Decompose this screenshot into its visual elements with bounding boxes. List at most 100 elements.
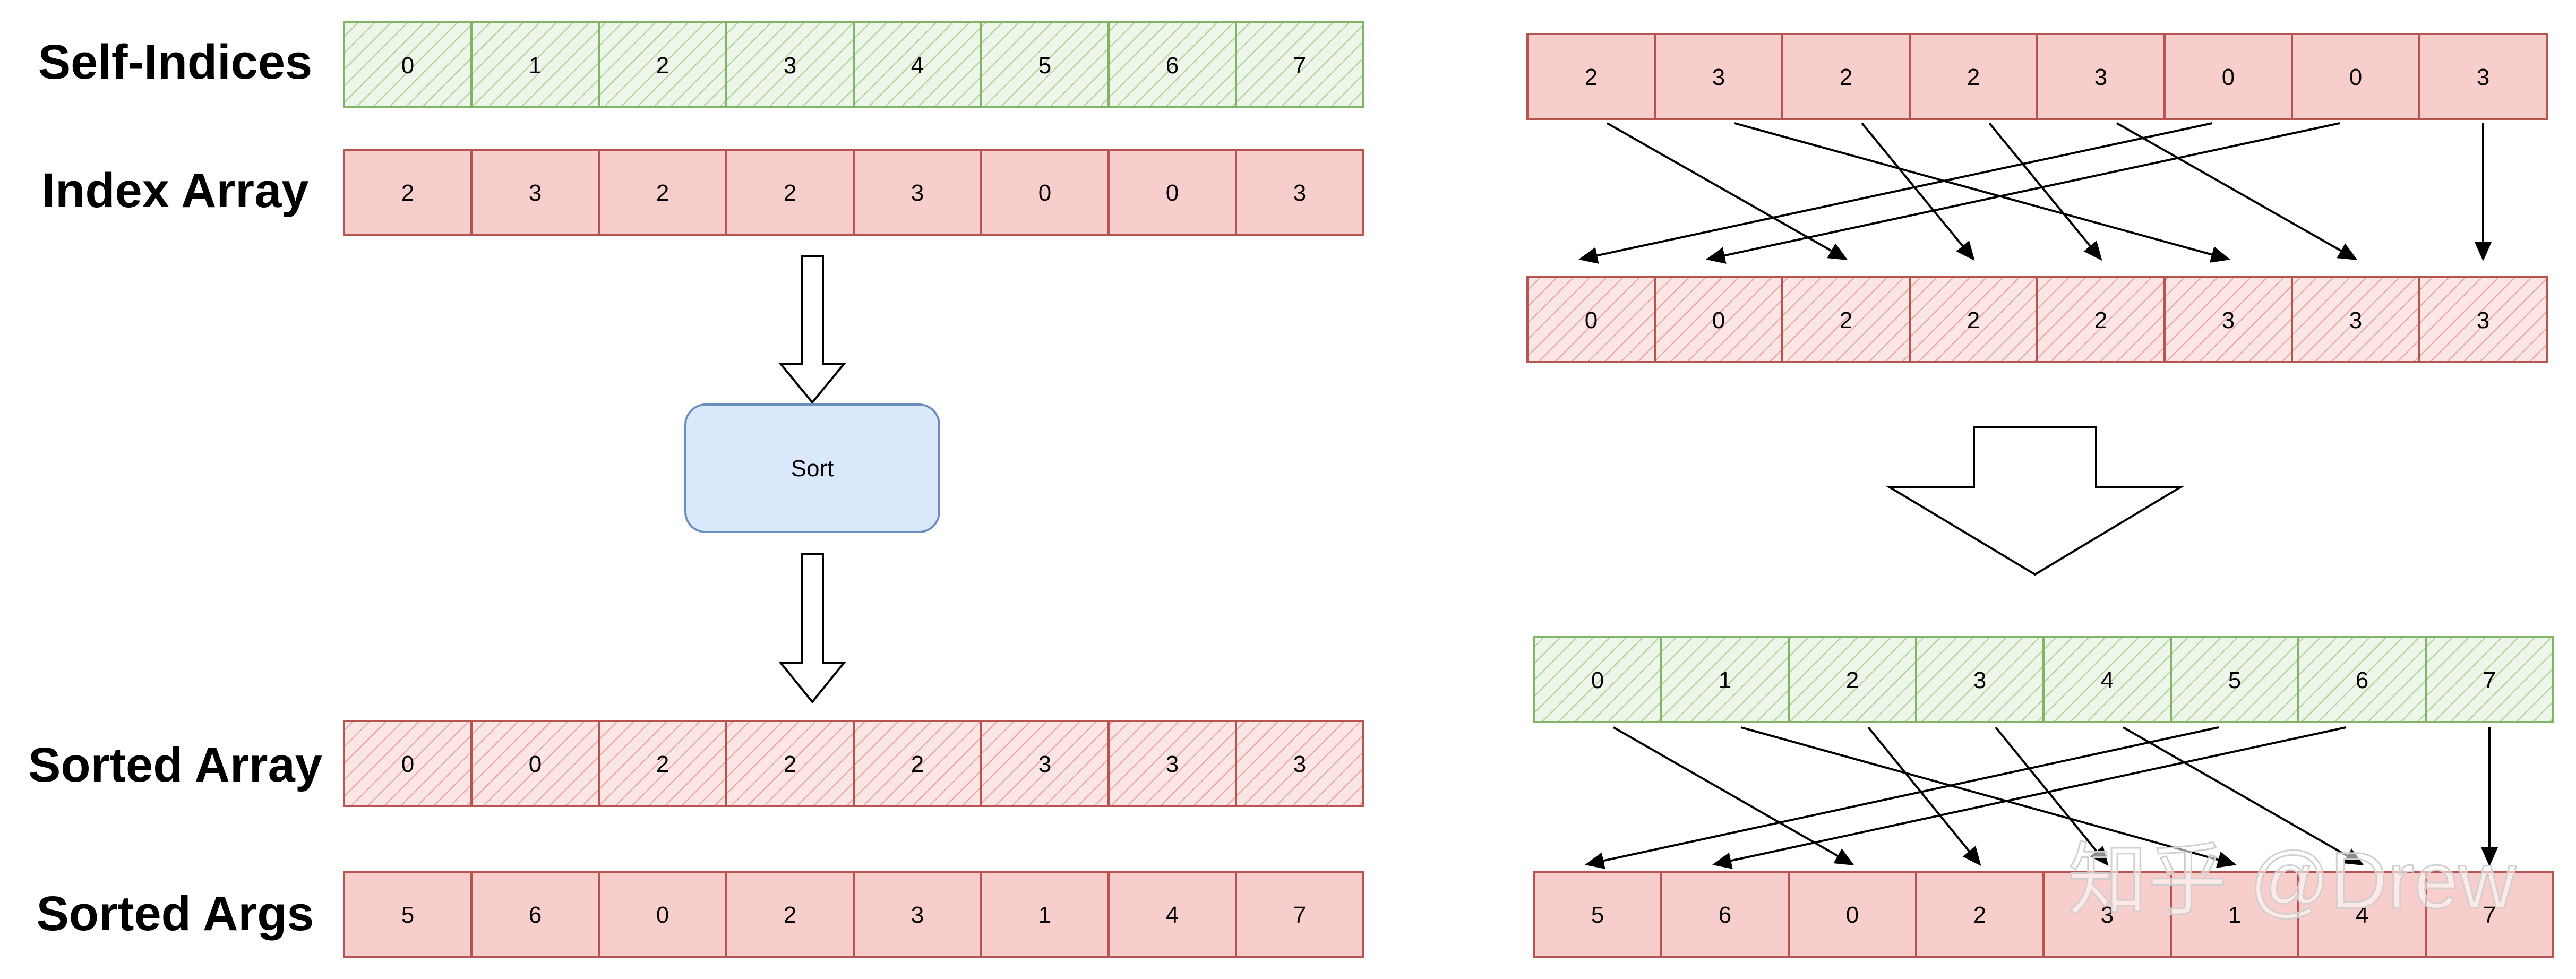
sorted-array-cell [470,720,600,807]
right-result-cell-value: 1 [2228,902,2241,928]
sorted-array-cell-value: 3 [1166,751,1179,777]
right-result-cell [2425,871,2554,958]
right-index-cell-value: 2 [1585,64,1598,90]
right-self-indices-cell [2170,636,2299,723]
right-index-cell-value: 0 [2222,64,2235,90]
right-result-cell [2297,871,2427,958]
right-index-cell-value: 2 [1967,64,1980,90]
right-result-cell [2170,871,2299,958]
right-result-cell [1660,871,1790,958]
sort-box [684,403,940,533]
self-indices-cell-value: 2 [656,53,669,79]
index-array-cell [980,149,1110,236]
sorted-args-cell-value: 6 [529,902,542,928]
sorted-args-cell [725,871,855,958]
right-sorted-cell-value: 2 [1967,307,1980,333]
label-self-indices: Self-Indices [38,35,312,89]
self-indices-cell [1235,21,1364,108]
sorted-array-cell-value: 2 [656,751,669,777]
sorted-args-cell [1235,871,1364,958]
down-arrow-to-sort [778,255,847,405]
bottom-mapping-arrow [1995,726,2109,866]
right-result-cell [2042,871,2172,958]
self-indices-cell [980,21,1110,108]
self-indices-cell [343,21,473,108]
sorted-array-cell [1107,720,1237,807]
label-index-array: Index Array [42,164,309,218]
right-result-cell [1915,871,2045,958]
top-mapping-arrow [1988,122,2102,261]
right-result-cell-value: 0 [1846,902,1859,928]
right-sorted-cell-value: 3 [2349,307,2362,333]
sorted-array-cell-value: 2 [784,751,796,777]
index-array-cell-value: 3 [529,180,542,206]
right-sorted-cell-value: 0 [1712,307,1725,333]
bottom-mapping-arrow [1712,726,2347,869]
sorted-array-cell [598,720,727,807]
right-result-cell-value: 6 [1719,902,1731,928]
right-index-cell [1909,33,2038,120]
index-array-cell [343,149,473,236]
right-index-cell-value: 3 [2094,64,2107,90]
index-array-cell-value: 2 [784,180,796,206]
right-self-indices-cell [1660,636,1790,723]
right-result-cell-value: 7 [2483,902,2496,928]
right-self-indices-cell-value: 0 [1591,667,1604,693]
right-result-cell-value: 5 [1591,902,1604,928]
right-sorted-cell-value: 2 [1840,307,1852,333]
right-sorted-cell [2036,276,2166,363]
right-index-cell [2291,33,2420,120]
right-sorted-cell-value: 0 [1585,307,1598,333]
top-mapping-arrow [1861,122,1975,261]
down-arrow-from-sort [778,553,847,704]
sorted-args-cell [853,871,982,958]
self-indices-cell-value: 6 [1166,53,1179,79]
mapping-arrows-bottom [1585,726,2498,869]
sorted-args-cell [343,871,473,958]
right-self-indices-cell-value: 4 [2101,667,2114,693]
right-result-cell-value: 3 [2101,902,2114,928]
label-sorted-array: Sorted Array [28,738,322,792]
self-indices-cell-value: 5 [1038,53,1051,79]
self-indices-cell [470,21,600,108]
self-indices-cell-value: 0 [401,53,414,79]
sorted-args-cell-value: 3 [911,902,924,928]
bottom-mapping-arrow [1867,726,1981,866]
sorted-array-cell [853,720,982,807]
right-sorted-cell-value: 2 [2094,307,2107,333]
right-sorted-cell-value: 3 [2222,307,2235,333]
sorted-array-cell-value: 2 [911,751,924,777]
right-sorted-array: 0 0 2 2 2 3 3 3 [1526,276,2548,363]
right-self-indices-cell-value: 3 [1973,667,1986,693]
sorted-args-cell-value: 2 [784,902,796,928]
right-result-cell [1533,871,1662,958]
top-mapping-arrow [1578,122,2213,264]
big-down-arrow [1885,426,2185,576]
index-array-cell-value: 0 [1166,180,1179,206]
right-index-cell-value: 2 [1840,64,1852,90]
sorted-args-cell [1107,871,1237,958]
self-indices-cell-value: 4 [911,53,924,79]
right-index-cell [2036,33,2166,120]
right-index-cell-value: 0 [2349,64,2362,90]
self-indices-cell [598,21,727,108]
right-sorted-cell-value: 3 [2477,307,2489,333]
sorted-array-cell-value: 0 [401,751,414,777]
sorted-args-cell-value: 4 [1166,902,1179,928]
right-index-cell [2163,33,2293,120]
right-self-indices-cell-value: 6 [2356,667,2368,693]
sorted-args-cell-value: 7 [1293,902,1306,928]
right-self-indices-cell [2042,636,2172,723]
index-array-cell-value: 2 [656,180,669,206]
sorted-array-cell-value: 3 [1293,751,1306,777]
self-indices-cell-value: 7 [1293,53,1306,79]
sort-box-label: Sort [791,456,834,482]
right-sorted-cell [2163,276,2293,363]
sorted-args-cell [598,871,727,958]
top-mapping-arrow [1734,122,2230,263]
